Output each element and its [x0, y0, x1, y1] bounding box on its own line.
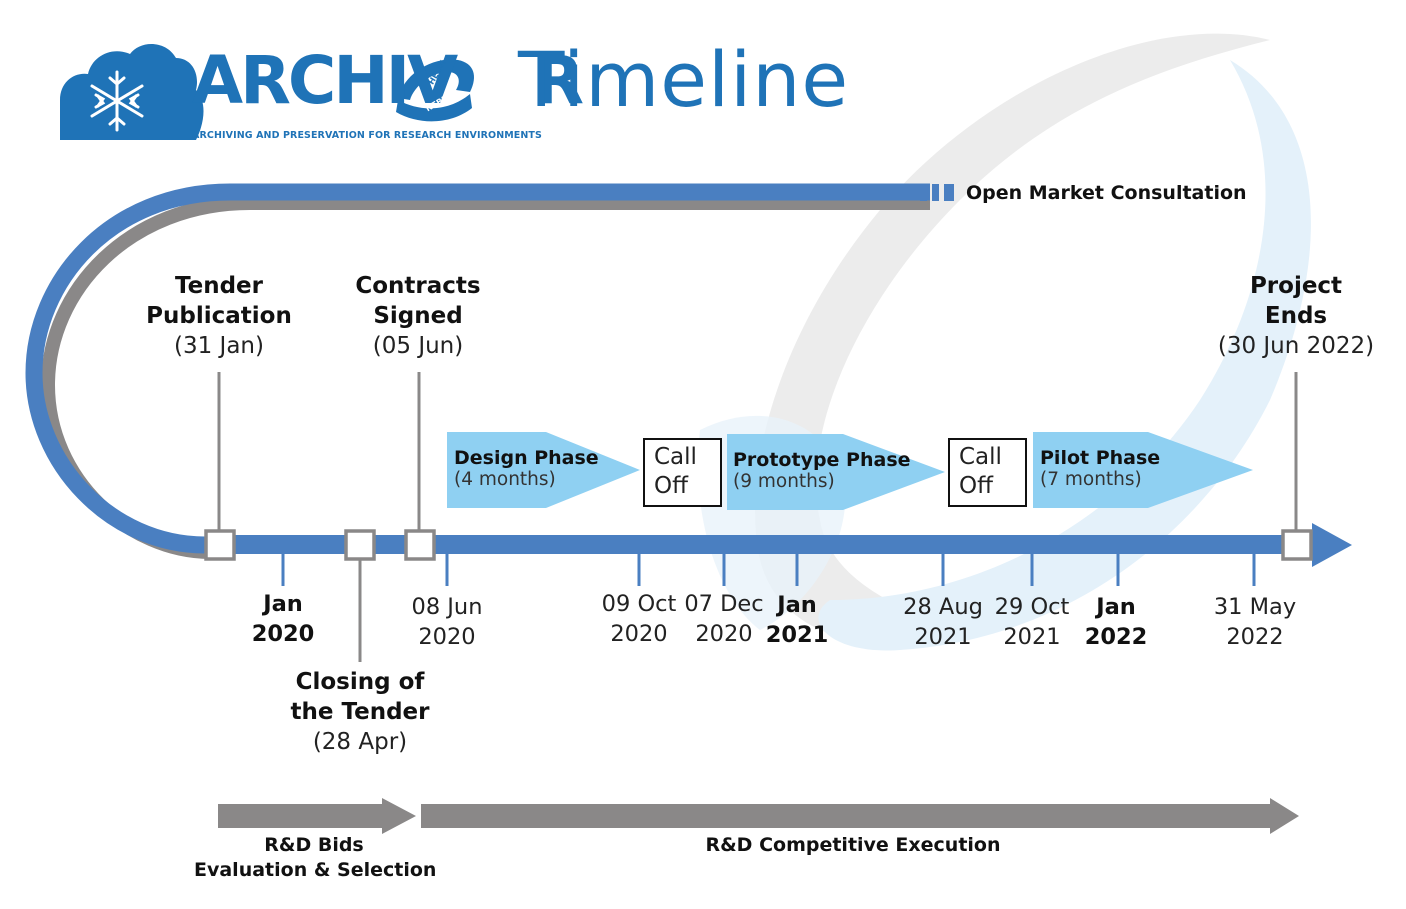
milestone-date: (30 Jun 2022) — [1217, 333, 1375, 359]
tick-year: 2020 — [695, 621, 753, 647]
consultation-curve — [25, 183, 954, 559]
execution-arrow — [421, 798, 1299, 834]
competitive-execution-label: R&D Competitive Execution — [705, 834, 1001, 856]
tick-day: 08 Jun — [411, 594, 483, 620]
timeline-ticks — [281, 553, 1256, 586]
pilot-phase-label: Pilot Phase (7 months) — [1040, 447, 1160, 491]
tick-label-oct-2020: 09 Oct 2020 — [594, 589, 684, 649]
milestone-title: Closing of — [295, 669, 425, 695]
tick-label-jan-2021: Jan 2021 — [752, 590, 842, 650]
bottom-label-line: R&D Bids — [264, 834, 364, 856]
call-off-text: Call — [959, 444, 1002, 470]
timeline-bar — [205, 523, 1352, 567]
tick-day: 31 May — [1213, 594, 1297, 620]
tick-month: Jan — [777, 592, 817, 618]
logo-tagline: ARCHIVING AND PRESERVATION FOR RESEARCH … — [192, 130, 542, 141]
call-off-text: Call — [654, 444, 697, 470]
milestone-title: Signed — [373, 303, 463, 329]
prototype-phase-label: Prototype Phase (9 months) — [733, 449, 911, 493]
milestone-date: (28 Apr) — [312, 729, 408, 755]
phase-title: Design Phase — [454, 447, 599, 469]
phase-duration: (9 months) — [733, 471, 835, 492]
call-off-text: Off — [959, 473, 993, 499]
arrow-head-icon — [1312, 523, 1352, 567]
phase-duration: (7 months) — [1040, 469, 1142, 490]
milestone-date: (31 Jan) — [174, 333, 264, 359]
phase-title: Pilot Phase — [1040, 447, 1161, 469]
logo-ribbon-icon — [396, 59, 474, 122]
tick-day: 28 Aug — [903, 594, 983, 620]
call-off-box-2: Call Off — [948, 438, 1027, 507]
milestone-title: Project — [1249, 273, 1343, 299]
phase-title: Prototype Phase — [733, 449, 911, 471]
tick-label-jan-2020: Jan 2020 — [233, 589, 333, 649]
tick-day: 29 Oct — [994, 594, 1070, 620]
tick-label-may-2022: 31 May 2022 — [1209, 592, 1301, 652]
milestone-title: Tender — [174, 273, 263, 299]
page-title: Timeline — [518, 35, 850, 124]
tick-day: 09 Oct — [601, 591, 677, 617]
milestone-closing-tender: Closing of the Tender (28 Apr) — [270, 667, 450, 757]
phase-arrows — [447, 432, 1253, 510]
prototype-phase-arrow — [727, 434, 945, 510]
tick-month: Jan — [263, 591, 303, 617]
tick-label-dec-2020: 07 Dec 2020 — [679, 589, 769, 649]
phase-duration: (4 months) — [454, 469, 556, 490]
milestone-title: Contracts — [355, 273, 481, 299]
tick-label-oct-2021: 29 Oct 2021 — [987, 592, 1077, 652]
milestone-contracts-signed: Contracts Signed (05 Jun) — [338, 271, 498, 361]
call-off-box-1: Call Off — [643, 438, 722, 507]
milestone-lines — [217, 372, 1298, 662]
tick-day: 07 Dec — [684, 591, 764, 617]
milestone-title: Ends — [1264, 303, 1328, 329]
milestone-title: Publication — [146, 303, 292, 329]
bottom-label-line: Evaluation & Selection — [194, 859, 437, 881]
tick-label-aug-2021: 28 Aug 2021 — [898, 592, 988, 652]
tick-year: 2022 — [1084, 624, 1148, 650]
tick-label-jan-2022: Jan 2022 — [1071, 592, 1161, 652]
milestone-square-icon — [204, 529, 1313, 561]
tick-year: 2020 — [610, 621, 668, 647]
bids-evaluation-label: R&D Bids Evaluation & Selection — [194, 833, 437, 883]
design-phase-arrow — [447, 432, 640, 508]
tick-month: Jan — [1096, 594, 1136, 620]
pilot-phase-arrow — [1033, 432, 1253, 508]
design-phase-label: Design Phase (4 months) — [454, 447, 599, 491]
tick-year: 2021 — [765, 622, 829, 648]
consultation-label: Open Market Consultation — [966, 182, 1247, 204]
tick-year: 2020 — [251, 621, 315, 647]
milestone-date: (05 Jun) — [372, 333, 464, 359]
milestone-title: the Tender — [290, 699, 430, 725]
tick-year: 2021 — [1003, 624, 1061, 650]
bids-arrow — [218, 798, 416, 834]
call-off-text: Off — [654, 473, 688, 499]
tick-year: 2022 — [1226, 624, 1284, 650]
tick-year: 2021 — [914, 624, 972, 650]
milestone-project-ends: Project Ends (30 Jun 2022) — [1206, 271, 1386, 361]
cloud-snowflake-icon — [60, 43, 204, 140]
tick-label-jun-2020: 08 Jun 2020 — [397, 592, 497, 652]
milestone-tender-publication: Tender Publication (31 Jan) — [139, 271, 299, 361]
bottom-arrows — [218, 798, 1299, 834]
tick-year: 2020 — [418, 624, 476, 650]
